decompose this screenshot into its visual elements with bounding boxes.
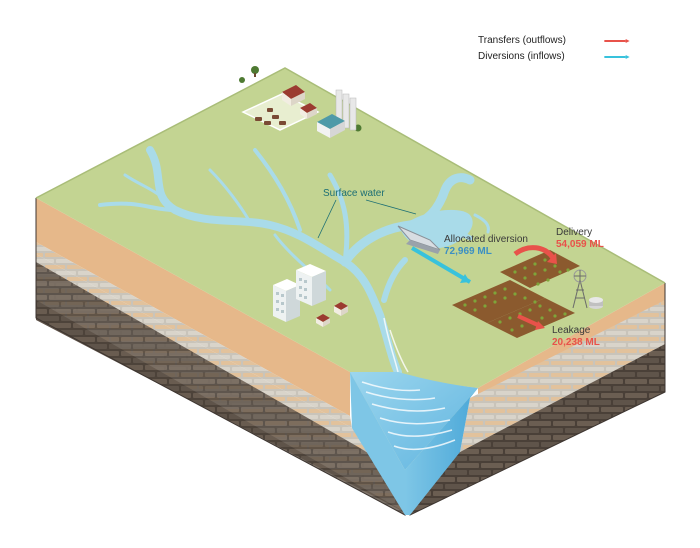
- delivery-label: Delivery: [556, 227, 593, 238]
- barn-icon: [300, 103, 317, 119]
- waterfall-cut: [350, 317, 478, 515]
- dam-wall: [397, 225, 441, 254]
- legend-transfers: Transfers (outflows): [478, 35, 630, 49]
- office-building-icon: [273, 264, 326, 322]
- legend-transfers-label: Transfers (outflows): [478, 35, 566, 46]
- town-buildings: [273, 264, 348, 327]
- allocated-diversion-arrow: [410, 246, 472, 284]
- red-arrow-icon: [604, 39, 630, 43]
- surface-water-leader-lines: [317, 199, 417, 239]
- factory-icon: [317, 89, 357, 138]
- legend-diversions: Diversions (inflows): [478, 51, 630, 65]
- leakage-arrow: [517, 314, 545, 330]
- crop-fields: [452, 250, 580, 338]
- blue-arrow-icon: [604, 55, 630, 59]
- cattle-icon: [255, 108, 286, 125]
- legend-diversions-label: Diversions (inflows): [478, 51, 565, 62]
- left-cross-section: [35, 198, 410, 516]
- right-cross-section: [404, 283, 666, 516]
- water-tank-icon: [589, 297, 603, 309]
- leakage-label: Leakage: [552, 325, 591, 336]
- surface-water-label: Surface water: [323, 188, 385, 199]
- flow-arrows: [410, 245, 557, 330]
- windmill-icon: [572, 269, 588, 309]
- leakage-value: 20,238 ML: [552, 337, 600, 348]
- house-icon: [316, 302, 348, 327]
- allocated-diversion-label: Allocated diversion: [444, 234, 528, 245]
- farmhouse-icon: [282, 85, 305, 106]
- allocated-diversion-value: 72,969 ML: [444, 246, 492, 257]
- delivery-value: 54,059 ML: [556, 239, 604, 250]
- delivery-arrow: [513, 245, 557, 264]
